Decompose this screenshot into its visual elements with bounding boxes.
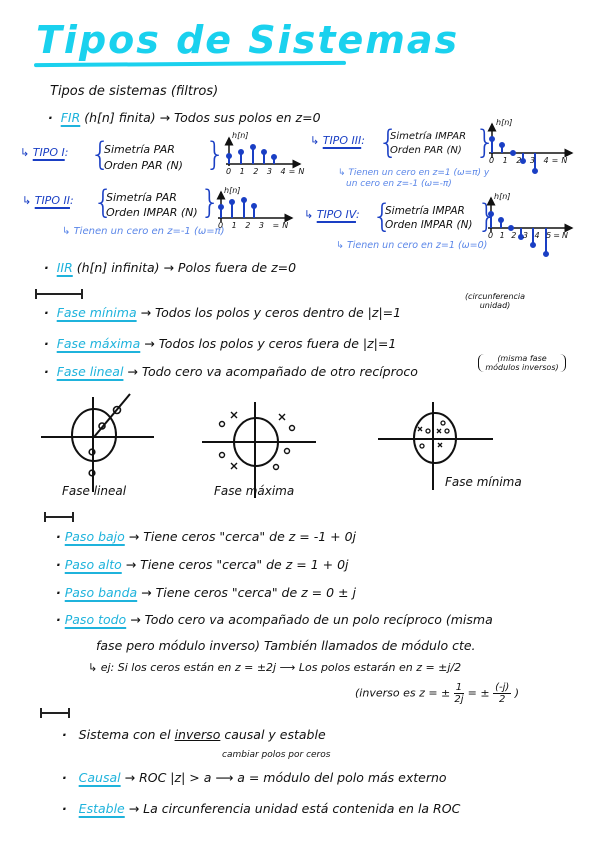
brace-close: } xyxy=(475,123,496,161)
paso-alto-label: Paso alto xyxy=(64,557,122,572)
brace-close: } xyxy=(205,135,226,173)
fir-label: FIR xyxy=(60,110,81,125)
brace-open: { xyxy=(90,135,111,173)
fase-lineal-label: Fase lineal xyxy=(56,364,124,379)
tipo-4: ↳ TIPO IV: xyxy=(304,208,360,221)
estable-text: → La circunferencia unidad está contenid… xyxy=(128,801,461,816)
paso-todo-label: Paso todo xyxy=(64,612,127,627)
plot-2-ticks: 0 1 2 3 =N xyxy=(218,221,292,230)
inverso-word: inverso xyxy=(174,727,221,742)
paso-bajo-text: → Tiene ceros "cerca" de z = -1 + 0j xyxy=(128,529,357,544)
fase-minima-aside: (circunferencia unidad) xyxy=(464,292,526,310)
plot-tipo-1 xyxy=(224,136,302,169)
fase-minima-label: Fase mínima xyxy=(56,305,137,320)
diagram-fase-lineal xyxy=(41,393,154,492)
fase-lineal-aside: (misma fase módulos inversos) xyxy=(478,354,566,372)
diagram-fase-minima xyxy=(378,402,493,490)
plot-4-label: h[n] xyxy=(494,192,511,201)
plot-4-ticks: 0 1 2 3 4 5=N xyxy=(488,231,570,240)
section-divider xyxy=(35,289,83,299)
fir-line: · FIR (h[n] finita) → Todos sus polos en… xyxy=(48,110,321,125)
fase-minima-line: · Fase mínima → Todos los polos y ceros … xyxy=(44,305,402,320)
tipo-4-note: ↳ Tienen un cero en z=1 (ω=0) xyxy=(336,240,488,251)
plot-3-ticks: 0 1 2 3 4=N xyxy=(489,156,571,165)
inverso-line: · Sistema con el inverso causal y establ… xyxy=(62,727,326,742)
tipo-1-symmetry: Simetría PAR xyxy=(104,143,175,156)
tipo-4-symmetry: Simetría IMPAR xyxy=(385,205,465,217)
brace-close: } xyxy=(477,197,498,235)
tipo-3-label: TIPO III xyxy=(322,134,362,147)
tipo-4-props: Simetría IMPAR Orden IMPAR (N) xyxy=(385,204,473,232)
paso-todo-text: → Todo cero va acompañado de un polo rec… xyxy=(130,612,493,627)
paso-banda-label: Paso banda xyxy=(64,585,138,600)
tipo-4-order: Orden IMPAR (N) xyxy=(385,219,473,231)
estable-label: Estable xyxy=(78,801,125,816)
plot-tipo-4 xyxy=(486,196,574,257)
fase-lineal-text: → Todo cero va acompañado de otro recípr… xyxy=(127,364,418,379)
paso-todo-text-2: fase pero módulo inverso) También llamad… xyxy=(96,638,476,653)
tipo-4-label: TIPO IV xyxy=(316,208,356,221)
diagram-caption-maxima: Fase máxima xyxy=(214,484,295,498)
plot-tipo-2 xyxy=(216,190,294,223)
brace-open: { xyxy=(93,183,114,221)
fir-text: (h[n] finita) → Todos sus polos en z=0 xyxy=(84,110,321,125)
fase-minima-text: → Todos los polos y ceros dentro de |z|=… xyxy=(140,305,402,320)
fase-maxima-label: Fase máxima xyxy=(56,336,141,351)
iir-label: IIR xyxy=(56,260,73,275)
plot-tipo-3 xyxy=(487,122,574,174)
pole-zero-diagrams xyxy=(41,393,493,498)
plot-3-label: h[n] xyxy=(496,118,513,127)
section-divider xyxy=(40,708,70,718)
plot-2-label: h[n] xyxy=(224,186,241,195)
plot-1-label: h[n] xyxy=(232,131,249,140)
tipo-3: ↳ TIPO III: xyxy=(310,134,365,147)
brace-open: { xyxy=(378,123,399,161)
tipo-3-note: ↳ Tienen un cero en z=1 (ω=π) y un cero … xyxy=(338,168,490,189)
tipo-3-symmetry: Simetría IMPAR xyxy=(390,131,467,142)
tipo-1-props: Simetría PAR Orden PAR (N) xyxy=(104,142,183,174)
section-divider xyxy=(44,512,74,522)
tipo-2-label: TIPO II xyxy=(34,194,70,207)
tipo-2: ↳ TIPO II: xyxy=(22,194,74,207)
tipo-3-props: Simetría IMPAR Orden PAR (N) xyxy=(390,130,466,158)
paso-bajo-label: Paso bajo xyxy=(64,529,125,544)
paso-bajo-line: · Paso bajo → Tiene ceros "cerca" de z =… xyxy=(56,529,357,544)
ejemplo-line-1: ↳ ej: Si los ceros están en z = ±2j ⟶ Lo… xyxy=(88,661,462,674)
tipo-2-note: ↳ Tienen un cero en z=-1 (ω=π) xyxy=(62,226,225,237)
paso-todo-line: · Paso todo → Todo cero va acompañado de… xyxy=(56,612,493,627)
diagram-fase-maxima xyxy=(202,402,316,498)
stem-plots xyxy=(216,122,574,257)
estable-line: · Estable → La circunferencia unidad est… xyxy=(62,801,461,816)
tipo-1-label: TIPO I xyxy=(32,146,65,159)
paso-alto-line: · Paso alto → Tiene ceros "cerca" de z =… xyxy=(56,557,349,572)
iir-line: · IIR (h[n] infinita) → Polos fuera de z… xyxy=(44,260,297,275)
plot-1-ticks: 0 1 2 3 4=N xyxy=(226,167,308,176)
page-title: Tipos de Sistemas xyxy=(36,18,460,62)
tipo-1-order: Orden PAR (N) xyxy=(104,159,183,172)
causal-line: · Causal → ROC |z| > a ⟶ a = módulo del … xyxy=(62,770,447,785)
brace-open: { xyxy=(372,197,393,235)
tipo-3-order: Orden PAR (N) xyxy=(390,145,462,156)
tipo-2-order: Orden IMPAR (N) xyxy=(106,206,198,219)
causal-label: Causal xyxy=(78,770,121,785)
inverso-note: cambiar polos por ceros xyxy=(222,750,331,760)
paso-alto-text: → Tiene ceros "cerca" de z = 1 + 0j xyxy=(125,557,349,572)
intro-heading: Tipos de sistemas (filtros) xyxy=(50,84,219,99)
causal-text: → ROC |z| > a ⟶ a = módulo del polo más … xyxy=(124,770,447,785)
tipo-2-symmetry: Simetría PAR xyxy=(106,191,177,204)
paso-banda-line: · Paso banda → Tiene ceros "cerca" de z … xyxy=(56,585,356,600)
diagram-caption-lineal: Fase lineal xyxy=(62,484,127,498)
fase-lineal-line: · Fase lineal → Todo cero va acompañado … xyxy=(44,364,418,379)
fase-maxima-text: → Todos los polos y ceros fuera de |z|=1 xyxy=(144,336,397,351)
tipo-1: ↳ TIPO I: xyxy=(20,146,69,159)
diagram-caption-minima: Fase mínima xyxy=(445,475,522,489)
tipo-2-props: Simetría PAR Orden IMPAR (N) xyxy=(106,190,198,220)
brace-close: } xyxy=(200,183,221,221)
iir-text: (h[n] infinita) → Polos fuera de z=0 xyxy=(76,260,297,275)
fase-maxima-line: · Fase máxima → Todos los polos y ceros … xyxy=(44,336,397,351)
paso-banda-text: → Tiene ceros "cerca" de z = 0 ± j xyxy=(141,585,356,600)
